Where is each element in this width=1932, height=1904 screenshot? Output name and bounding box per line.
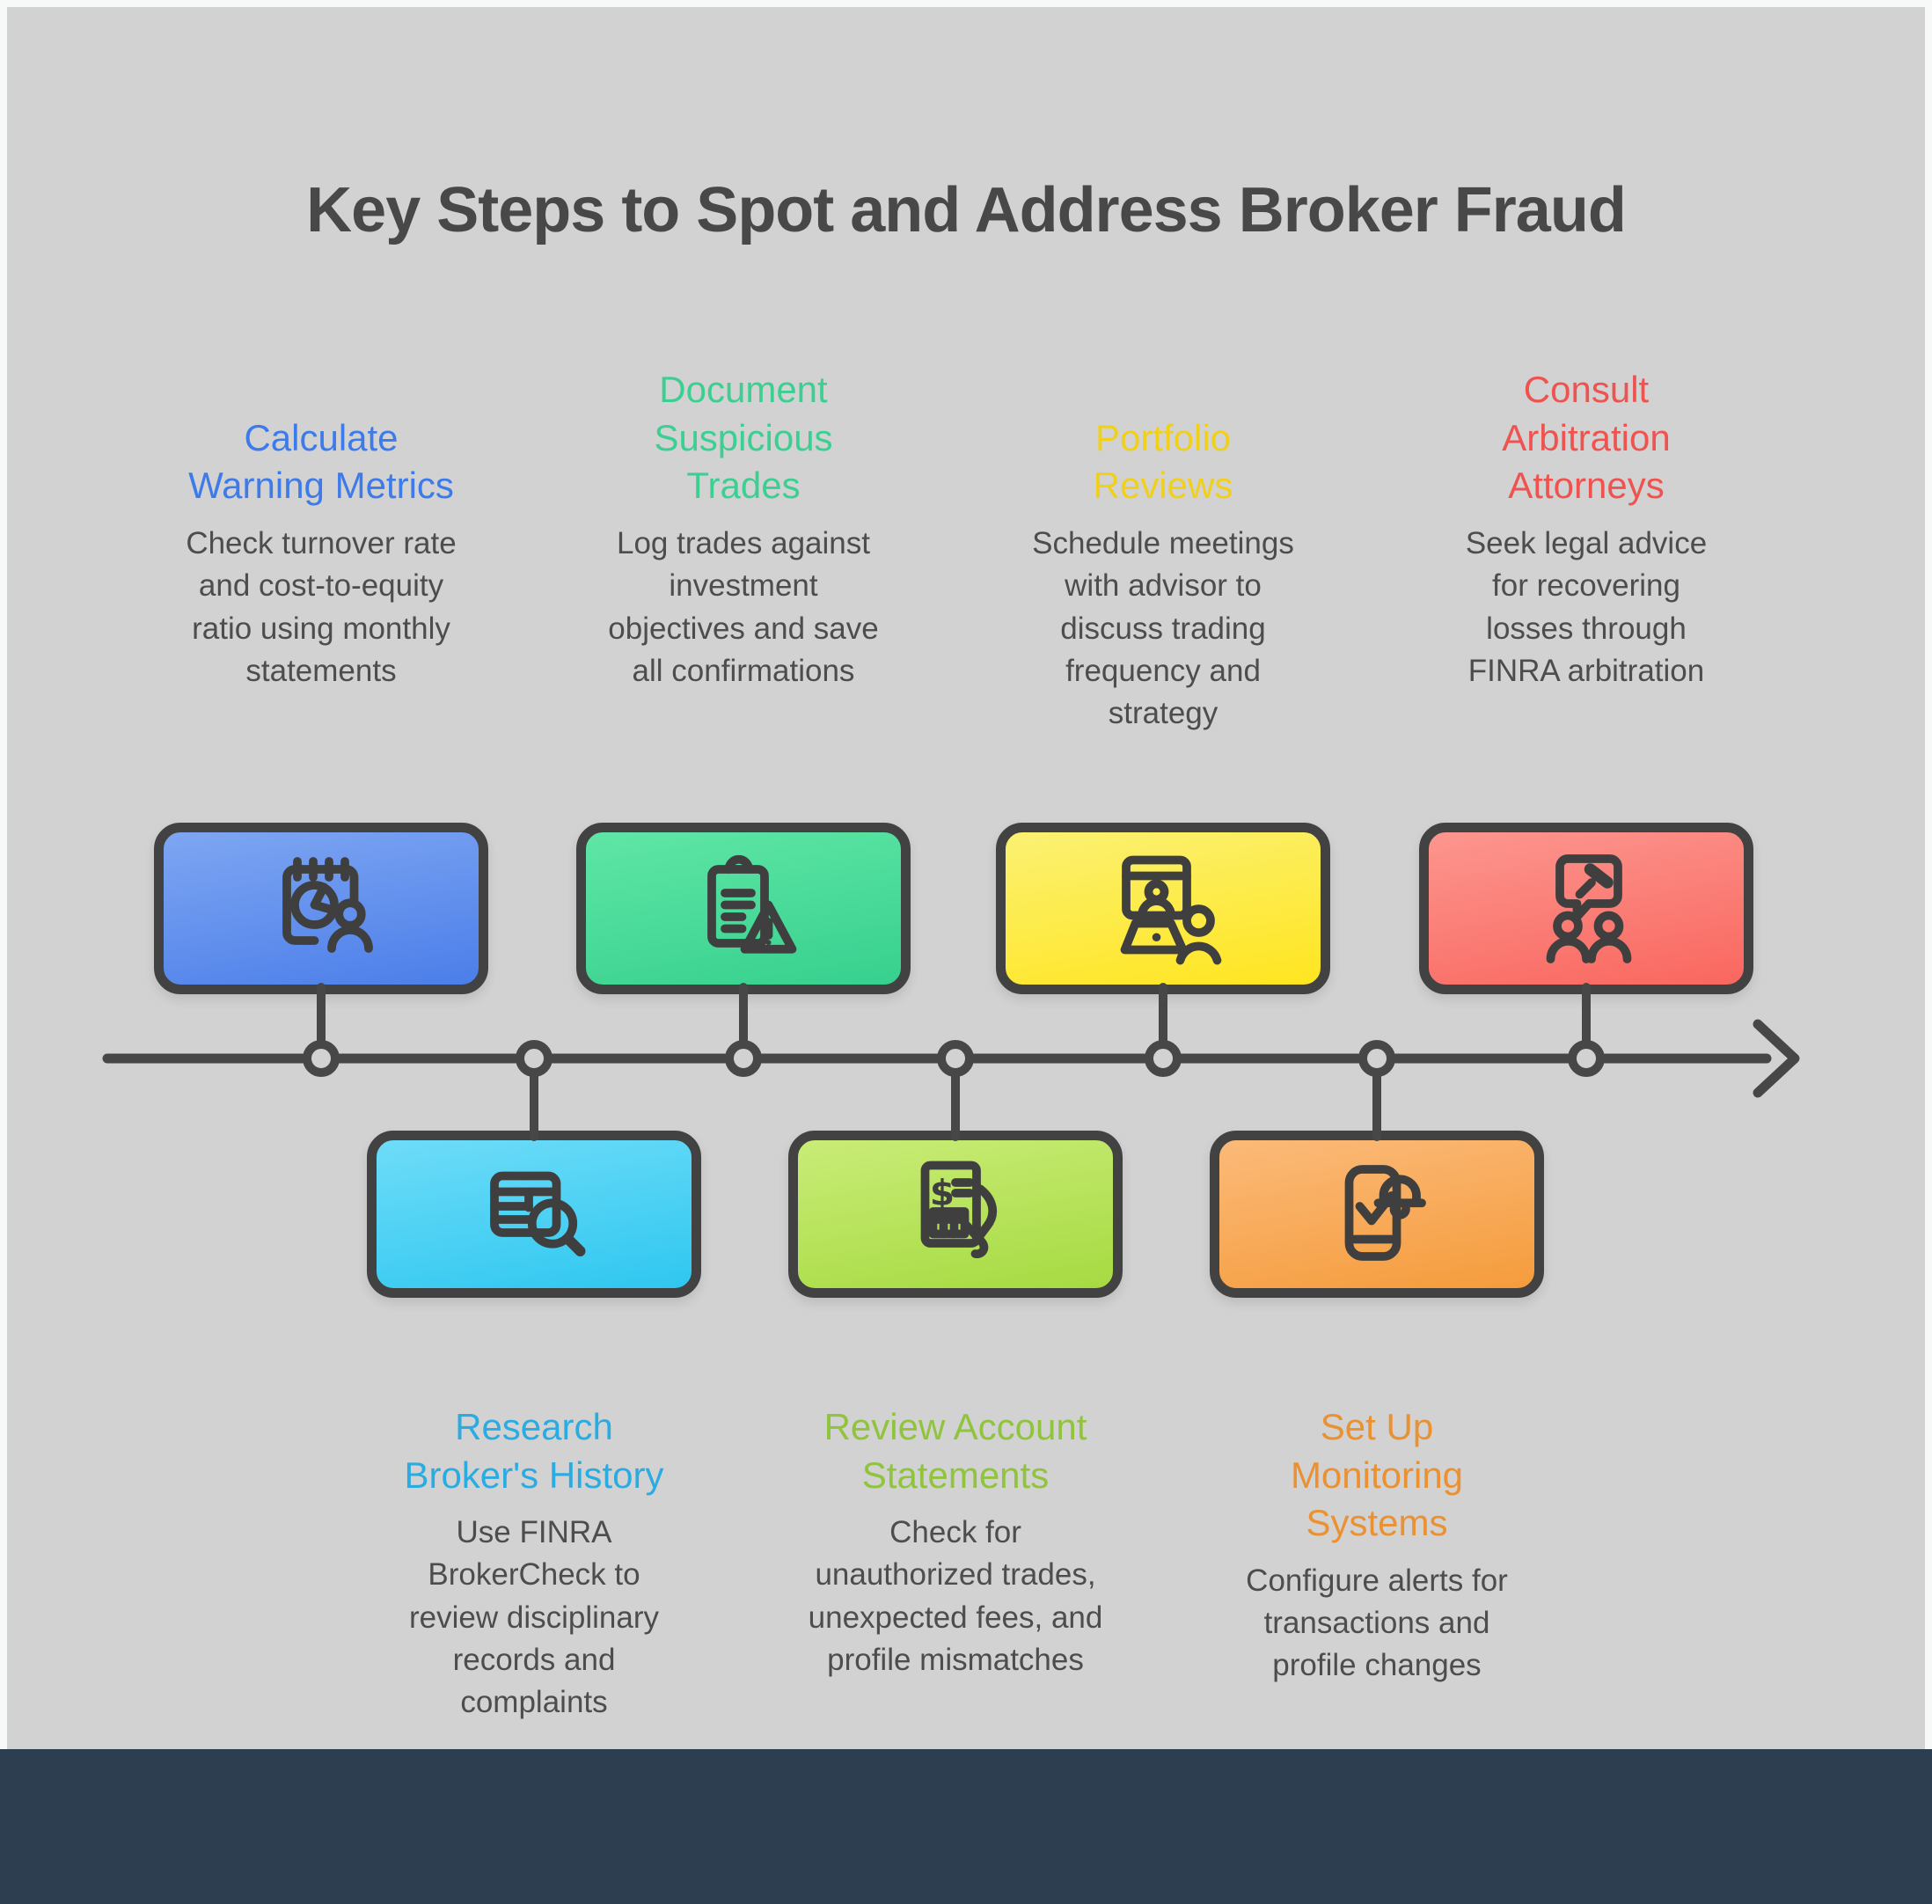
step-research-brokers-history: Research Broker's History Use FINRA Brok… <box>358 1131 710 1725</box>
svg-text:$: $ <box>930 1172 955 1214</box>
step-consult-arbitration-attorneys: Consult Arbitration Attorneys Seek legal… <box>1410 348 1762 994</box>
step-description: Seek legal advice for recovering losses … <box>1465 526 1708 688</box>
step-calculate-warning-metrics: Calculate Warning Metrics Check turnover… <box>145 348 497 994</box>
clipboard-warning-icon <box>707 854 797 954</box>
step-description: Configure alerts for transactions and pr… <box>1246 1563 1508 1683</box>
footer-bar <box>0 1749 1932 1904</box>
step-document-suspicious-trades: Document Suspicious Trades Log trades ag… <box>567 348 919 994</box>
gavel-speech-people-icon <box>1546 853 1632 963</box>
step-heading: Document Suspicious Trades <box>654 369 833 507</box>
step-review-account-statements: $ Review Account Statements Check for un… <box>779 1131 1131 1681</box>
step-heading: Review Account Statements <box>823 1406 1087 1496</box>
step-set-up-monitoring-systems: Set Up Monitoring Systems Configure aler… <box>1201 1131 1553 1688</box>
step-heading: Calculate Warning Metrics <box>188 416 454 507</box>
step-box-orange <box>1210 1131 1544 1298</box>
step-portfolio-reviews: Portfolio Reviews Schedule meetings with… <box>987 348 1339 994</box>
step-heading: Set Up Monitoring Systems <box>1290 1406 1464 1544</box>
step-description: Log trades against investment objectives… <box>608 526 879 688</box>
table-search-icon <box>490 1171 586 1256</box>
step-box-red <box>1419 823 1753 994</box>
phone-alert-icon <box>1344 1165 1426 1261</box>
step-box-green <box>576 823 911 994</box>
step-box-cyan <box>367 1131 701 1298</box>
notepad-pie-person-icon <box>282 856 373 953</box>
step-heading: Consult Arbitration Attorneys <box>1502 369 1671 507</box>
step-box-blue <box>154 823 488 994</box>
step-description: Check for unauthorized trades, unexpecte… <box>808 1515 1103 1678</box>
step-box-lime: $ <box>788 1131 1123 1298</box>
page-title: Key Steps to Spot and Address Broker Fra… <box>306 175 1627 245</box>
statement-hand-icon: $ <box>920 1161 998 1259</box>
step-box-yellow <box>996 823 1330 994</box>
step-heading: Portfolio Reviews <box>1093 416 1233 507</box>
step-description: Use FINRA BrokerCheck to review discipli… <box>409 1515 659 1720</box>
step-heading: Research Broker's History <box>404 1406 664 1496</box>
step-description: Schedule meetings with advisor to discus… <box>1032 526 1294 731</box>
video-meeting-icon <box>1120 855 1222 964</box>
step-description: Check turnover rate and cost-to-equity r… <box>186 526 457 688</box>
